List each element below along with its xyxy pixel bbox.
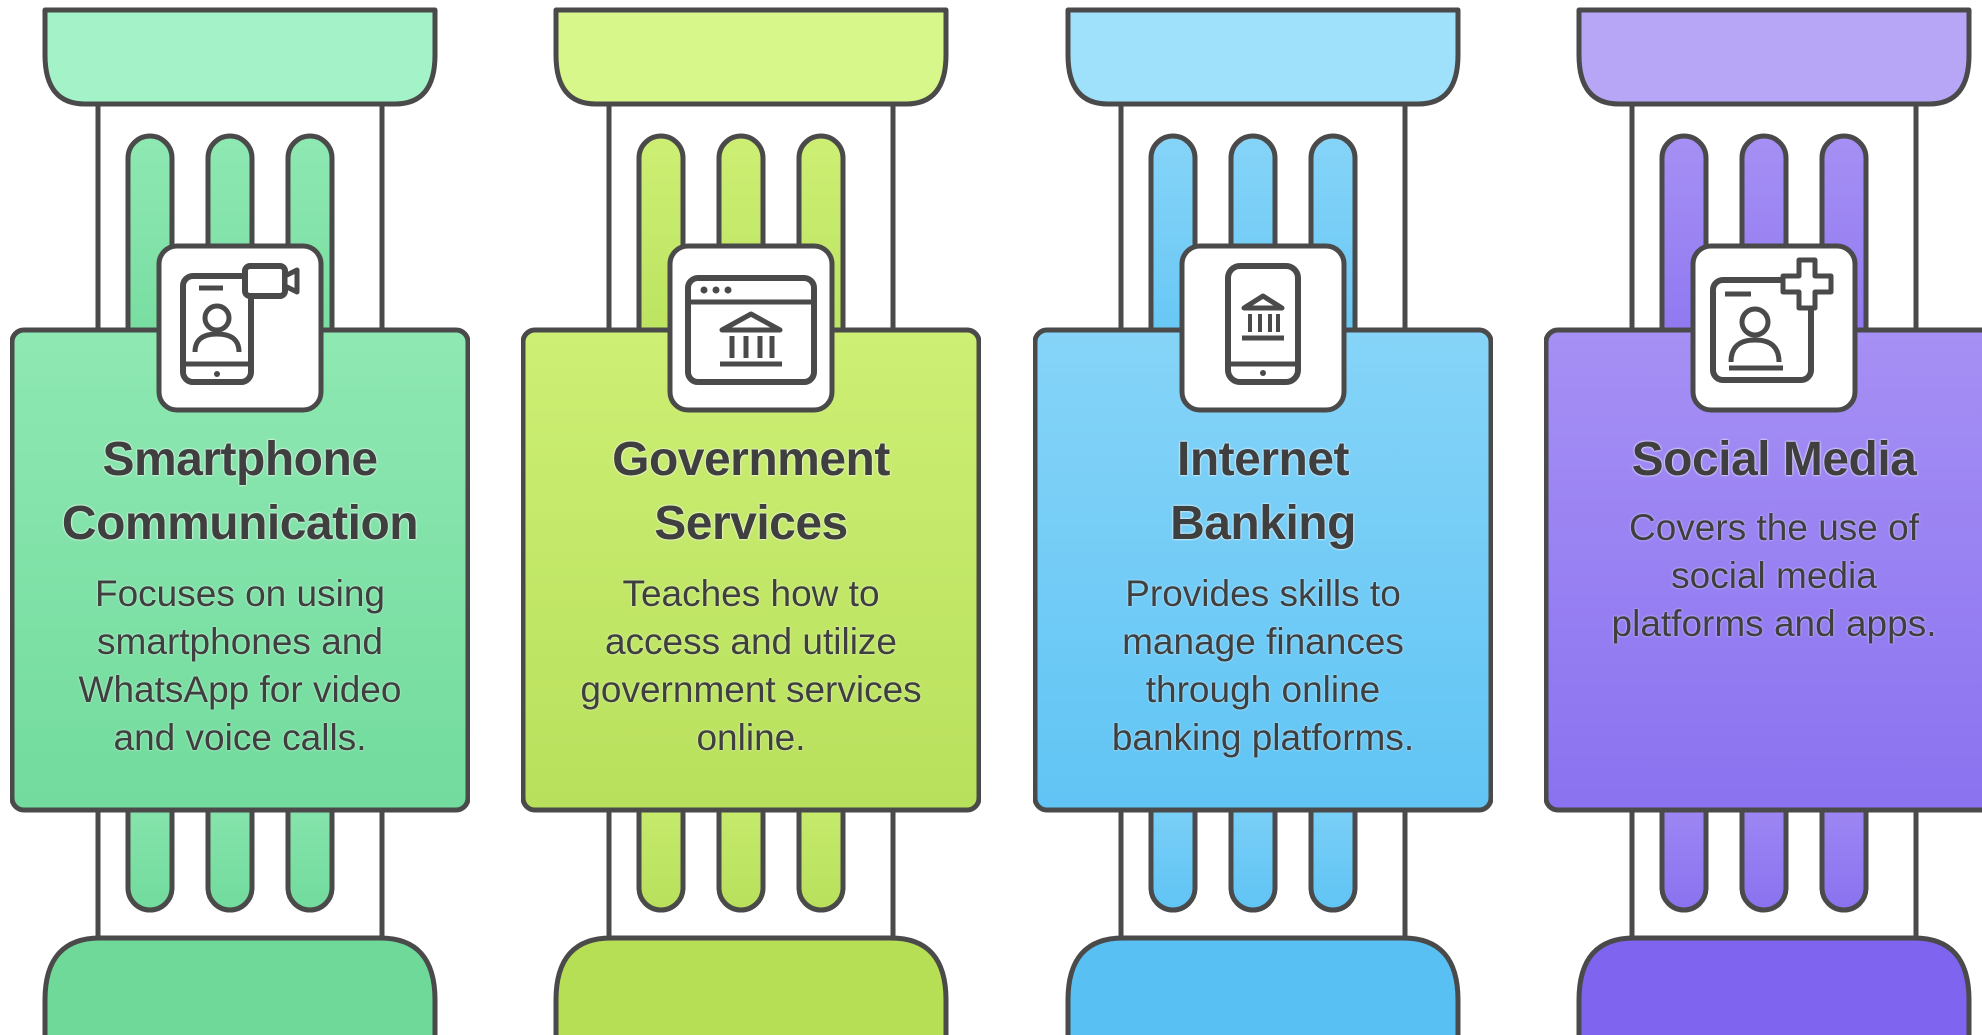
desc-line: Provides skills to	[1125, 573, 1401, 614]
pillar-graphic	[1544, 7, 1982, 1035]
pillar-base	[1576, 935, 1972, 1035]
title-line: Smartphone	[102, 433, 378, 486]
pillar-government-services: Government Services Teaches how to acces…	[521, 0, 981, 1035]
pillar-description: Focuses on using smartphones and WhatsAp…	[30, 570, 450, 762]
pillar-text: Smartphone Communication Focuses on usin…	[20, 428, 460, 762]
pillar-capital	[1065, 7, 1461, 107]
desc-line: access and utilize	[604, 621, 898, 662]
pillar-description: Provides skills to manage finances throu…	[1053, 570, 1473, 762]
pillar-description: Teaches how to access and utilize govern…	[541, 570, 961, 762]
pillar-base	[42, 935, 438, 1035]
pillar-smartphone-communication: Smartphone Communication Focuses on usin…	[10, 0, 470, 1035]
pillar-text: Social Media Covers the use of social me…	[1554, 428, 1982, 648]
pillar-capital	[553, 7, 949, 107]
desc-line: Focuses on using	[94, 573, 385, 614]
desc-line: government services	[580, 669, 922, 710]
pillar-text: Government Services Teaches how to acces…	[531, 428, 971, 762]
desc-line: smartphones and	[97, 621, 383, 662]
pillar-title: Government Services	[531, 428, 971, 556]
title-line: Government	[612, 433, 890, 486]
mobile-banking-icon	[1179, 243, 1347, 413]
desc-line: through online	[1145, 669, 1381, 710]
pillar-internet-banking: Internet Banking Provides skills to mana…	[1033, 0, 1493, 1035]
pillar-base	[553, 935, 949, 1035]
government-website-icon	[667, 243, 835, 413]
pillar-graphic	[521, 7, 981, 1035]
pillar-graphic	[10, 7, 470, 1035]
pillar-title: Smartphone Communication	[20, 428, 460, 556]
desc-line: social media	[1671, 555, 1877, 596]
pillar-text: Internet Banking Provides skills to mana…	[1043, 428, 1483, 762]
pillar-base	[1065, 935, 1461, 1035]
title-line: Banking	[1170, 497, 1356, 550]
desc-line: WhatsApp for video	[78, 669, 402, 710]
title-line: Internet	[1176, 433, 1350, 486]
desc-line: manage finances	[1122, 621, 1404, 662]
title-line: Social Media	[1631, 433, 1917, 486]
pillar-title: Social Media	[1554, 428, 1982, 492]
add-contact-icon	[1690, 243, 1858, 413]
smartphone-video-call-icon	[156, 243, 324, 413]
pillar-description: Covers the use of social media platforms…	[1564, 504, 1982, 648]
pillar-social-media: Social Media Covers the use of social me…	[1544, 0, 1982, 1035]
pillar-capital	[1576, 7, 1972, 107]
desc-line: Teaches how to	[622, 573, 880, 614]
desc-line: platforms and apps.	[1611, 603, 1937, 644]
pillar-capital	[42, 7, 438, 107]
pillar-graphic	[1033, 7, 1493, 1035]
pillar-title: Internet Banking	[1043, 428, 1483, 556]
desc-line: and voice calls.	[113, 717, 367, 758]
desc-line: online.	[696, 717, 806, 758]
desc-line: banking platforms.	[1111, 717, 1415, 758]
title-line: Communication	[61, 497, 419, 550]
title-line: Services	[654, 497, 848, 550]
desc-line: Covers the use of	[1629, 507, 1919, 548]
